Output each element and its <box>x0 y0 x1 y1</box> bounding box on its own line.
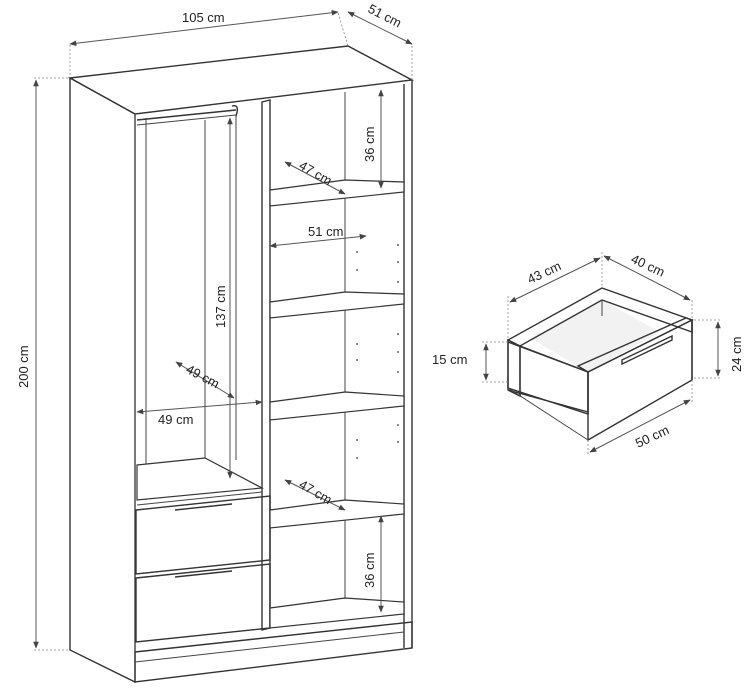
dim-top-compartment-36: 36 cm <box>362 89 384 189</box>
dim-depth-51: 51 cm <box>347 1 413 80</box>
label-shelf-depth-bottom: 47 cm <box>297 477 335 508</box>
label-hanging-width: 49 cm <box>158 412 193 427</box>
dim-drawer-front-height-24: 24 cm <box>694 319 744 379</box>
label-drawer-inner-width: 43 cm <box>525 258 563 287</box>
label-top-compartment: 36 cm <box>362 127 377 162</box>
label-width: 105 cm <box>182 10 225 25</box>
dim-drawer-front-width-50: 50 cm <box>587 380 693 456</box>
drawer-body <box>506 287 694 442</box>
label-bottom-compartment: 36 cm <box>362 553 377 588</box>
label-hanging-depth: 49 cm <box>184 361 222 391</box>
dim-height-200: 200 cm <box>16 77 70 651</box>
dim-hanging-height-137: 137 cm <box>213 117 233 479</box>
dim-width-105: 105 cm <box>69 9 349 78</box>
dim-hanging-width-49: 49 cm <box>136 399 263 427</box>
label-drawer-front-height: 24 cm <box>729 337 744 372</box>
label-drawer-inner-depth: 40 cm <box>629 251 667 280</box>
label-drawer-inner-height: 15 cm <box>432 352 467 367</box>
label-depth: 51 cm <box>366 1 404 30</box>
wardrobe-body <box>67 45 415 684</box>
dim-shelf-width-51: 51 cm <box>269 224 367 249</box>
label-height: 200 cm <box>16 345 31 388</box>
label-hanging-height: 137 cm <box>213 285 228 328</box>
dim-bottom-compartment-36: 36 cm <box>362 515 384 613</box>
label-shelf-width: 51 cm <box>308 224 343 239</box>
dim-drawer-inner-height-15: 15 cm <box>432 341 508 383</box>
